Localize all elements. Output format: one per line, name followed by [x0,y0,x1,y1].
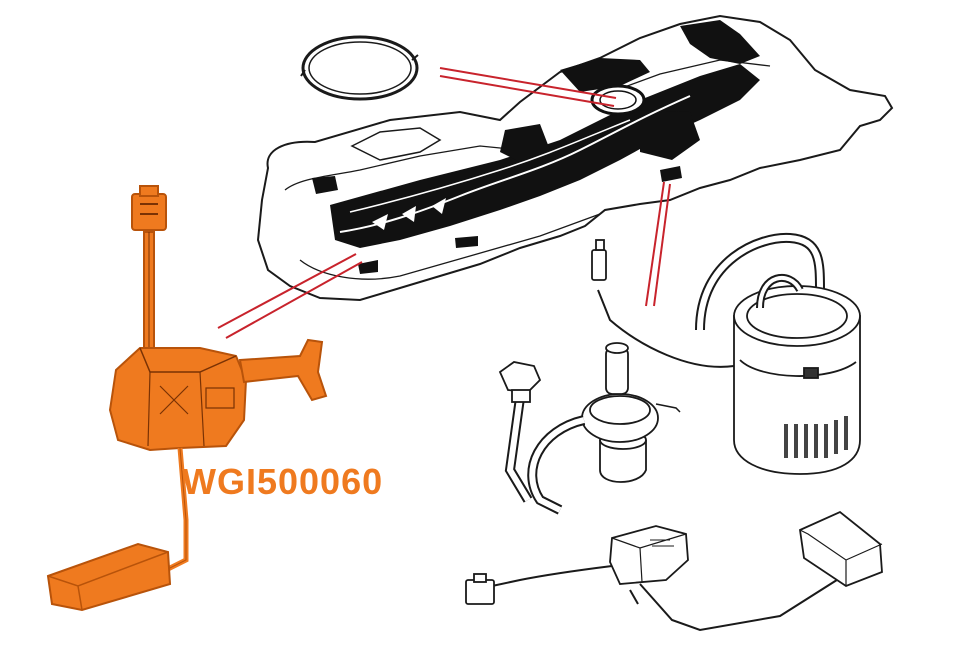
part-number-label: WGI500060 [182,461,384,502]
callout-pump-module [645,181,665,307]
sender-float [46,542,172,612]
sender2-float [799,510,883,588]
fuel-filter [498,342,681,515]
fuel-tank [256,14,894,302]
fuel-level-sender-highlighted [46,185,328,612]
callout-lines [217,67,671,339]
filter-hex-fitting [498,361,542,393]
sender-bracket [238,338,328,402]
sender2-connector [465,579,495,605]
tank-seal-ring [300,35,419,101]
pump-connector [591,249,607,281]
pump-canister [733,315,861,475]
sender2-housing [609,525,689,585]
fuel-level-sender [465,510,883,632]
fuel-pump-module [591,232,861,475]
callout-seal-ring [439,67,617,99]
tank-internal-frame [312,20,760,274]
callout-sender-highlighted [217,253,357,329]
sender-connector [131,193,167,231]
sender-housing [108,347,248,452]
